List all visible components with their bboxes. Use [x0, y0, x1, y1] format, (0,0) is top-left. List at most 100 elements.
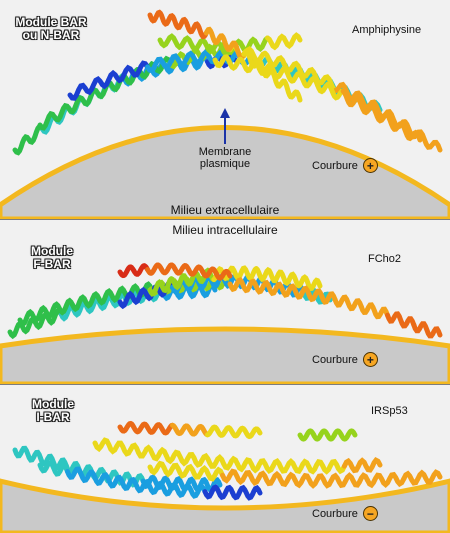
helix-segment: [186, 264, 205, 277]
helix-segment: [37, 102, 75, 131]
extracellular-label: Milieu extracellulaire: [170, 203, 280, 217]
helix-segment: [37, 460, 70, 477]
membrane-pointer-arrowhead: [220, 108, 230, 118]
helix-segment: [232, 35, 270, 54]
helix-segment: [157, 33, 198, 52]
membrane-label: Membrane plasmique: [198, 146, 252, 170]
helix-segment: [12, 445, 44, 463]
helix-segment: [222, 425, 245, 439]
helix-segment: [235, 457, 276, 475]
helix-segment: [315, 81, 346, 101]
helix-segment: [70, 290, 102, 313]
helix-segment: [280, 283, 312, 300]
helix-segment: [200, 266, 219, 279]
helix-segment: [170, 422, 193, 437]
helix-segment: [205, 424, 228, 438]
helix-segment: [296, 274, 323, 292]
helix-segment: [232, 265, 259, 282]
module-title-bar: Module BAR ou N-BAR: [15, 15, 87, 42]
helix-segment: [67, 76, 112, 101]
helix-segment: [131, 263, 150, 277]
plus-sign-icon: +: [362, 158, 378, 173]
helix-segment: [145, 53, 189, 74]
helix-segment: [278, 78, 303, 103]
courbure-indicator-i-bar: Courbure −: [312, 506, 378, 521]
panel-f-bar: Milieu intracellulaire Module F-BAR FCho…: [0, 220, 450, 384]
panel-bar: Module BAR ou N-BAR Amphiphysine Membran…: [0, 0, 450, 219]
helix-segment: [158, 262, 178, 276]
helix-segment: [270, 457, 312, 474]
helix-segment: [213, 268, 233, 281]
helix-segment: [306, 288, 338, 305]
helix-segment: [212, 54, 244, 71]
helix-segment: [341, 457, 383, 474]
helix-segment: [96, 285, 128, 306]
helix-segment: [256, 470, 298, 488]
helix-segment: [365, 471, 407, 489]
helix-segment: [128, 442, 169, 462]
helix-segment: [147, 276, 174, 297]
plus-sign-icon: +: [362, 352, 378, 367]
courbure-label: Courbure: [312, 353, 358, 366]
helix-segment: [147, 480, 180, 497]
panel-f-bar-scene: [0, 262, 450, 384]
helix-segment: [172, 263, 192, 276]
helix-segment: [366, 103, 397, 132]
helix-segment: [328, 472, 370, 489]
courbure-label: Courbure: [312, 159, 358, 172]
helix-segment: [183, 463, 225, 482]
membrane-bilayer: [0, 478, 450, 533]
helix-segment: [253, 279, 285, 297]
helix-segment: [345, 428, 358, 438]
panel-i-bar: Module I-BAR IRSp53 Courbure −: [0, 385, 450, 533]
helix-segment: [332, 294, 364, 312]
membrane-bilayer: [0, 326, 450, 384]
helix-segment: [166, 13, 190, 31]
helix-segment: [292, 472, 334, 489]
bar-domain-helices: [12, 9, 443, 156]
helix-segment: [192, 37, 233, 58]
helix-segment: [385, 311, 417, 329]
helix-segment: [12, 123, 45, 156]
module-title-i-bar: Module I-BAR: [32, 397, 74, 424]
courbure-indicator-bar: Courbure +: [312, 158, 378, 173]
helix-segment: [263, 62, 295, 84]
minus-sign-icon: −: [362, 506, 378, 521]
panel-i-bar-scene: [0, 420, 450, 533]
helix-segment: [230, 484, 263, 501]
helix-segment: [332, 81, 373, 111]
i-bar-domain-helices: [12, 420, 443, 501]
helix-segment: [163, 449, 205, 468]
panel-bar-scene: [0, 9, 450, 219]
helix-segment: [227, 277, 259, 294]
helix-segment: [117, 264, 137, 279]
helix-segment: [38, 453, 69, 471]
panel-divider-1: [0, 219, 450, 220]
helix-segment: [238, 56, 269, 77]
intracellular-label: Milieu intracellulaire: [172, 223, 278, 237]
helix-segment: [391, 120, 423, 143]
protein-name-amphiphysine: Amphiphysine: [352, 24, 422, 36]
helix-segment: [199, 452, 240, 471]
helix-segment: [275, 269, 302, 289]
helix-segment: [147, 9, 172, 27]
helix-segment: [145, 262, 164, 276]
helix-segment: [92, 437, 134, 457]
helix-segment: [202, 484, 235, 501]
helix-segment: [147, 460, 189, 479]
helix-segment: [240, 425, 263, 440]
helix-segment: [306, 458, 347, 475]
helix-segment: [70, 87, 108, 115]
helix-segment: [152, 422, 175, 436]
helix-segment: [175, 482, 208, 499]
helix-segment: [65, 466, 98, 484]
helix-segment: [43, 297, 75, 320]
panel-divider-2: [0, 384, 450, 385]
helix-segment: [17, 304, 49, 328]
courbure-indicator-f-bar: Courbure +: [312, 352, 378, 367]
helix-segment: [289, 70, 320, 89]
module-title-f-bar: Module F-BAR: [31, 244, 73, 271]
helix-segment: [401, 469, 443, 486]
helix-segment: [253, 266, 280, 284]
courbure-label: Courbure: [312, 507, 358, 520]
